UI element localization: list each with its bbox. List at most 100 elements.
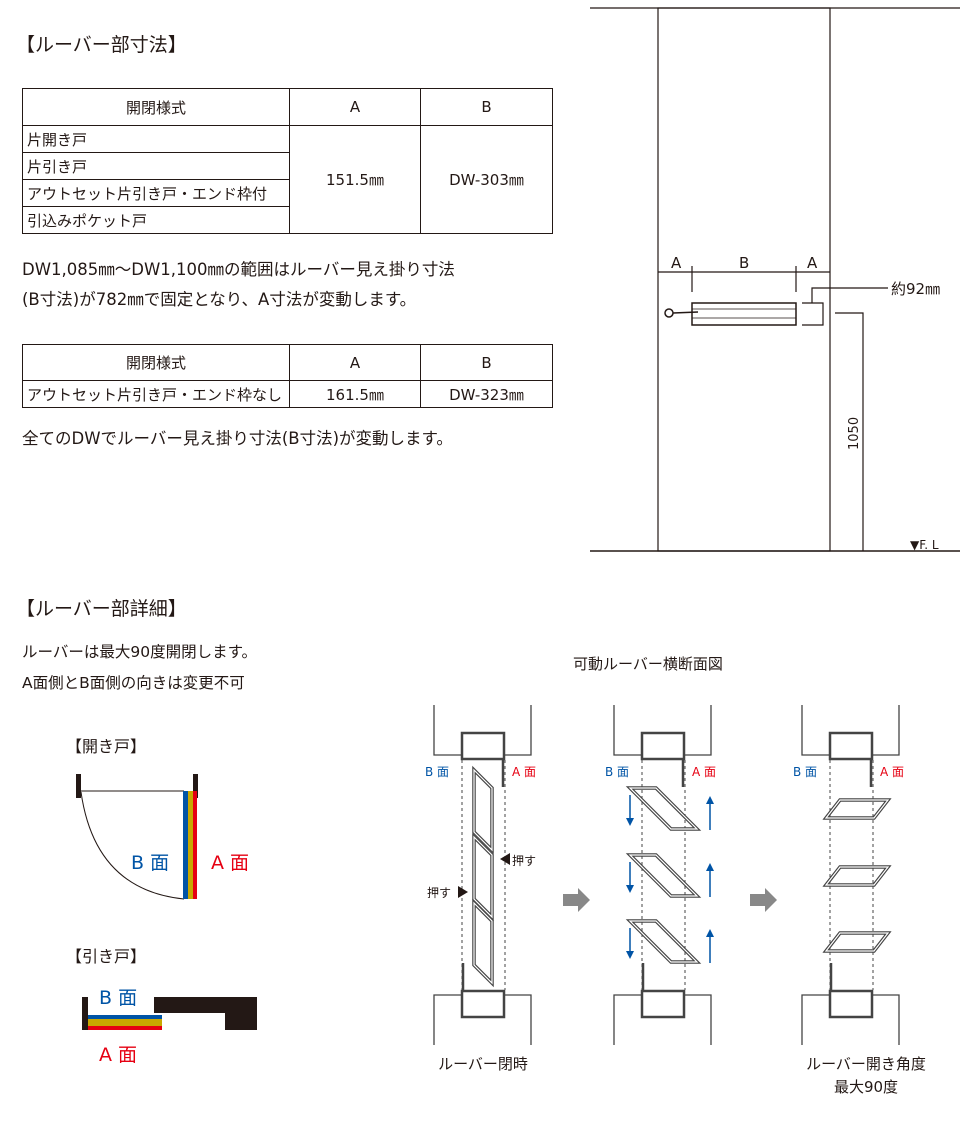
louver-slat-inner (473, 835, 493, 919)
row-label: 片引き戸 (22, 152, 290, 180)
up-arrow-head (706, 929, 714, 937)
row-label: アウトセット片引き戸・エンド枠付 (22, 179, 290, 207)
a-face-label: A 面 (880, 765, 904, 779)
note-line-1: DW1,085㎜～DW1,100㎜の範囲はルーバー見え掛り寸法 (22, 260, 455, 279)
caption-closed: ルーバー閉時 (438, 1055, 528, 1073)
top-frame (828, 731, 874, 761)
b-face-label: B 面 (425, 765, 449, 779)
swing-door-title: 【開き戸】 (66, 737, 147, 756)
louver (691, 302, 797, 326)
wall-line (801, 994, 830, 1045)
up-arrow-head (706, 796, 714, 804)
push-arrow-icon (500, 853, 510, 865)
louver-slat-inner (824, 799, 890, 819)
bottom-frame (640, 989, 686, 1019)
louver-height-label: 約92㎜ (891, 280, 940, 298)
b-face-label: B 面 (605, 765, 629, 779)
louver-height-bracket (802, 302, 824, 326)
leader-line (811, 287, 888, 303)
wall-line (504, 705, 532, 756)
lever-handle (672, 311, 699, 314)
sliding-a-face-label: A 面 (99, 1044, 137, 1066)
swing-arc (80, 791, 185, 900)
a-value: 151.5㎜ (289, 125, 421, 234)
b-value: DW-323㎜ (420, 380, 553, 408)
caption-open-line-2: 最大90度 (834, 1078, 898, 1096)
desc-line-2: A面側とB面側の向きは変更不可 (22, 674, 245, 692)
dim-label-a-left: A (671, 254, 682, 272)
push-arrow-icon (458, 886, 468, 898)
wall-line (504, 994, 532, 1045)
section-title-louver-dimensions: 【ルーバー部寸法】 (16, 34, 187, 56)
louver-slat-inner (628, 854, 699, 897)
up-arrow-head (706, 863, 714, 871)
down-arrow-head (626, 885, 634, 893)
note-line-2: (B寸法)が782㎜で固定となり、A寸法が変動します。 (22, 290, 417, 309)
desc-line-1: ルーバーは最大90度開閉します。 (22, 643, 258, 661)
louver-slat-inner (824, 932, 890, 952)
louver-slat-inner (824, 866, 890, 886)
frame-post (76, 774, 81, 798)
wall-line (684, 705, 712, 756)
row-label: 引込みポケット戸 (22, 206, 290, 234)
swing-a-face-label: A 面 (211, 852, 249, 874)
door-knob-icon (664, 308, 674, 318)
top-frame (640, 731, 686, 761)
louver-slat (625, 853, 702, 898)
cross-section-title: 可動ルーバー横断面図 (573, 655, 723, 673)
door-blue-face (88, 1015, 162, 1019)
header-opening-type: 開閉様式 (22, 88, 290, 126)
next-arrow-icon (750, 888, 777, 912)
next-arrow-icon (563, 888, 590, 912)
height-dimension-line (835, 312, 864, 551)
push-label-b: 押す (427, 886, 451, 900)
swing-door-diagram (76, 774, 198, 900)
frame-post (82, 997, 88, 1030)
row-label: アウトセット片引き戸・エンド枠なし (22, 380, 290, 408)
louver-slat (625, 919, 702, 964)
door-outline (657, 7, 831, 552)
header-opening-type: 開閉様式 (22, 344, 290, 381)
door-core (188, 791, 193, 899)
wall-line (433, 994, 462, 1045)
a-value: 161.5㎜ (289, 380, 421, 408)
sliding-door-diagram (82, 997, 257, 1030)
wall-line (872, 705, 900, 756)
louver-slat (625, 786, 702, 831)
dim-label-b: B (739, 254, 749, 272)
louver-slat (822, 865, 892, 887)
wall-pocket (154, 997, 257, 1030)
louver-slat (822, 798, 892, 820)
door-red-face (88, 1026, 162, 1030)
door-core (88, 1019, 162, 1026)
dim-label-a-right: A (807, 254, 818, 272)
louver-slat (822, 931, 892, 953)
louver-slat-inner (628, 787, 699, 830)
a-face-label: A 面 (512, 765, 536, 779)
down-arrow-head (626, 951, 634, 959)
sliding-door-title: 【引き戸】 (66, 947, 147, 966)
push-label-a: 押す (512, 854, 536, 868)
note-2: 全てのDWでルーバー見え掛り寸法(B寸法)が変動します。 (22, 429, 453, 448)
swing-b-face-label: B 面 (131, 852, 169, 874)
top-frame (460, 731, 506, 761)
louver-slat-inner (628, 920, 699, 963)
frame-post (193, 774, 198, 798)
wall-line (613, 705, 642, 756)
b-face-label: B 面 (793, 765, 817, 779)
louver-slat-inner (473, 901, 493, 985)
bottom-frame (460, 989, 506, 1019)
door-elevation (590, 7, 960, 552)
door-blue-face (183, 791, 188, 899)
header-b: B (420, 344, 553, 381)
dimension-table-1: 開閉様式 A B 片開き戸 151.5㎜ DW-303㎜ 片引き戸 アウトセット… (22, 88, 553, 234)
louver-slat-inner (473, 768, 493, 852)
wall-line (872, 994, 900, 1045)
b-value: DW-303㎜ (420, 125, 553, 234)
wall-line (433, 705, 462, 756)
a-face-label: A 面 (692, 765, 716, 779)
sliding-b-face-label: B 面 (99, 987, 137, 1009)
wall-line (613, 994, 642, 1045)
